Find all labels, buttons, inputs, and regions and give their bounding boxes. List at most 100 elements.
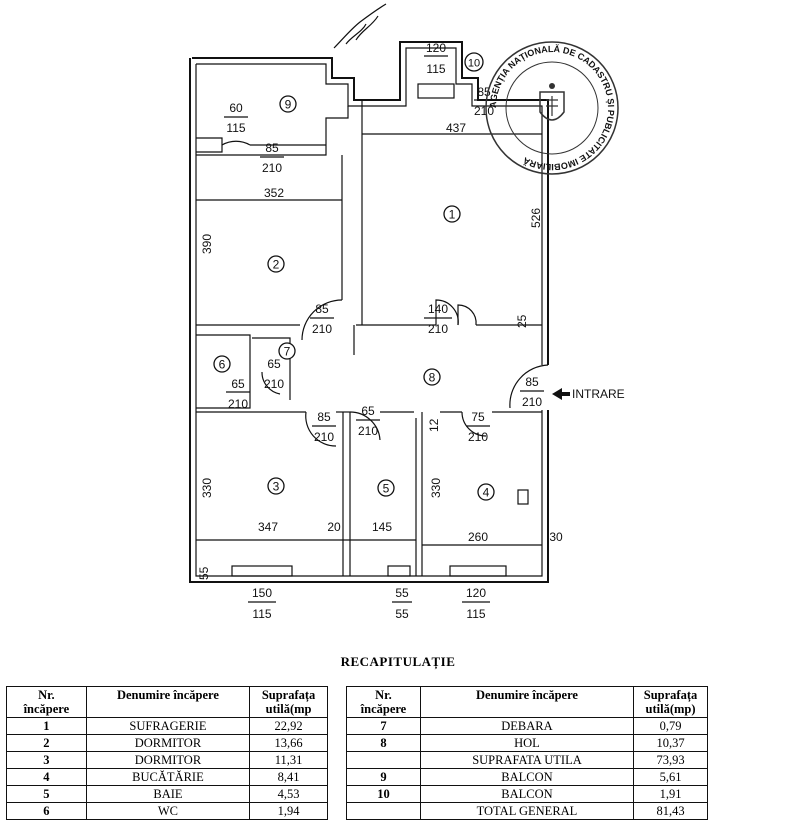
dim-label: 145 [372, 520, 392, 534]
cell-name: HOL [419, 734, 635, 752]
col-header-nr: Nr.încăpere [346, 686, 421, 718]
cell-area: 13,66 [249, 734, 328, 752]
dim-label: 210 [228, 397, 248, 411]
col-header-name: Denumire încăpere [85, 686, 251, 718]
dim-label: 55 [395, 607, 409, 621]
dim-label: 65 [267, 357, 281, 371]
dim-label: 65 [361, 404, 375, 418]
dim-label: 115 [466, 607, 485, 621]
room-number-1: 1 [449, 208, 456, 222]
dim-label: 210 [264, 377, 284, 391]
dim-label: 330 [200, 478, 214, 498]
dim-label: 25 [515, 314, 529, 328]
cell-nr [346, 751, 421, 769]
dim-label: 75 [471, 410, 485, 424]
cell-nr: 8 [346, 734, 421, 752]
entrance-arrow-icon [552, 388, 570, 400]
cadastre-stamp: AGENȚIA NAȚIONALĂ DE CADASTRU ȘI PUBLICI… [485, 41, 619, 175]
dim-label: 210 [358, 424, 378, 438]
room-number-10: 10 [468, 58, 480, 70]
cell-nr: 5 [6, 785, 87, 803]
dimension-labels: 120 115 85 210 437 60 115 85 210 3 5 2 390… [197, 41, 563, 621]
cell-nr: 7 [346, 717, 421, 735]
dim-label: 60 [229, 101, 243, 115]
col-header-nr: Nr.încăpere [6, 686, 87, 718]
dim-label: 390 [200, 234, 214, 254]
dim-label: 120 [466, 586, 486, 600]
cell-area: 10,37 [633, 734, 708, 752]
dim-label: 260 [468, 530, 488, 544]
dim-label: 12 [427, 418, 441, 432]
dim-label: 55 [197, 566, 211, 580]
dim-label: 210 [522, 395, 542, 409]
cell-nr: 1 [6, 717, 87, 735]
dim-label: 210 [312, 322, 332, 336]
cell-nr [346, 802, 421, 820]
recap-title: RECAPITULAȚIE [340, 654, 456, 669]
cell-name: BUCĂTĂRIE [85, 768, 251, 786]
cell-name: DORMITOR [85, 734, 251, 752]
floor-plan: INTRARE 9 10 1 2 6 7 8 3 5 4 120 115 85 … [189, 3, 625, 621]
cell-area: 11,31 [249, 751, 328, 769]
dim-label: 330 [429, 478, 443, 498]
dim-label: 210 [428, 322, 448, 336]
room-number-5: 5 [383, 482, 390, 496]
cell-area: 8,41 [249, 768, 328, 786]
cell-nr: 3 [6, 751, 87, 769]
dim-label: 85 [525, 375, 539, 389]
entrance-label: INTRARE [572, 387, 625, 401]
dim-label: 85 [265, 141, 279, 155]
cell-nr: 10 [346, 785, 421, 803]
dim-label: 115 [252, 607, 271, 621]
cell-name: SUFRAGERIE [85, 717, 251, 735]
dim-label: 85 [315, 302, 329, 316]
cell-nr: 2 [6, 734, 87, 752]
cell-name: DEBARA [419, 717, 635, 735]
dim-label: 140 [428, 302, 448, 316]
cell-area: 1,91 [633, 785, 708, 803]
cell-name: DORMITOR [85, 751, 251, 769]
dim-label: 115 [226, 121, 245, 135]
signature-scribble [333, 3, 387, 49]
room-numbers: 9 10 1 2 6 7 8 3 5 4 [213, 52, 495, 501]
cell-nr: 6 [6, 802, 87, 820]
dim-label: 210 [262, 161, 282, 175]
dim-label: 150 [252, 586, 272, 600]
cell-area: 0,79 [633, 717, 708, 735]
cell-area: 5,61 [633, 768, 708, 786]
cell-name: BALCON [419, 785, 635, 803]
cell-nr: 9 [346, 768, 421, 786]
room-number-6: 6 [219, 358, 226, 372]
room-number-3: 3 [273, 480, 280, 494]
cell-name: TOTAL GENERAL [419, 802, 635, 820]
cell-name: BAIE [85, 785, 251, 803]
cell-area: 4,53 [249, 785, 328, 803]
cell-name: SUPRAFATA UTILA [419, 751, 635, 769]
dim-label: 210 [468, 430, 488, 444]
dim-label: 210 [314, 430, 334, 444]
room-number-9: 9 [285, 98, 292, 112]
dim-label: 437 [446, 121, 466, 135]
cell-nr: 4 [6, 768, 87, 786]
cell-area: 1,94 [249, 802, 328, 820]
dim-label: 30 [549, 530, 563, 544]
dim-label: 120 [426, 41, 446, 55]
room-number-7: 7 [284, 345, 291, 359]
dim-label: 347 [258, 520, 278, 534]
room-number-2: 2 [273, 258, 280, 272]
dim-label: 65 [231, 377, 245, 391]
dim-label: 55 [395, 586, 409, 600]
col-header-name: Denumire încăpere [419, 686, 635, 718]
